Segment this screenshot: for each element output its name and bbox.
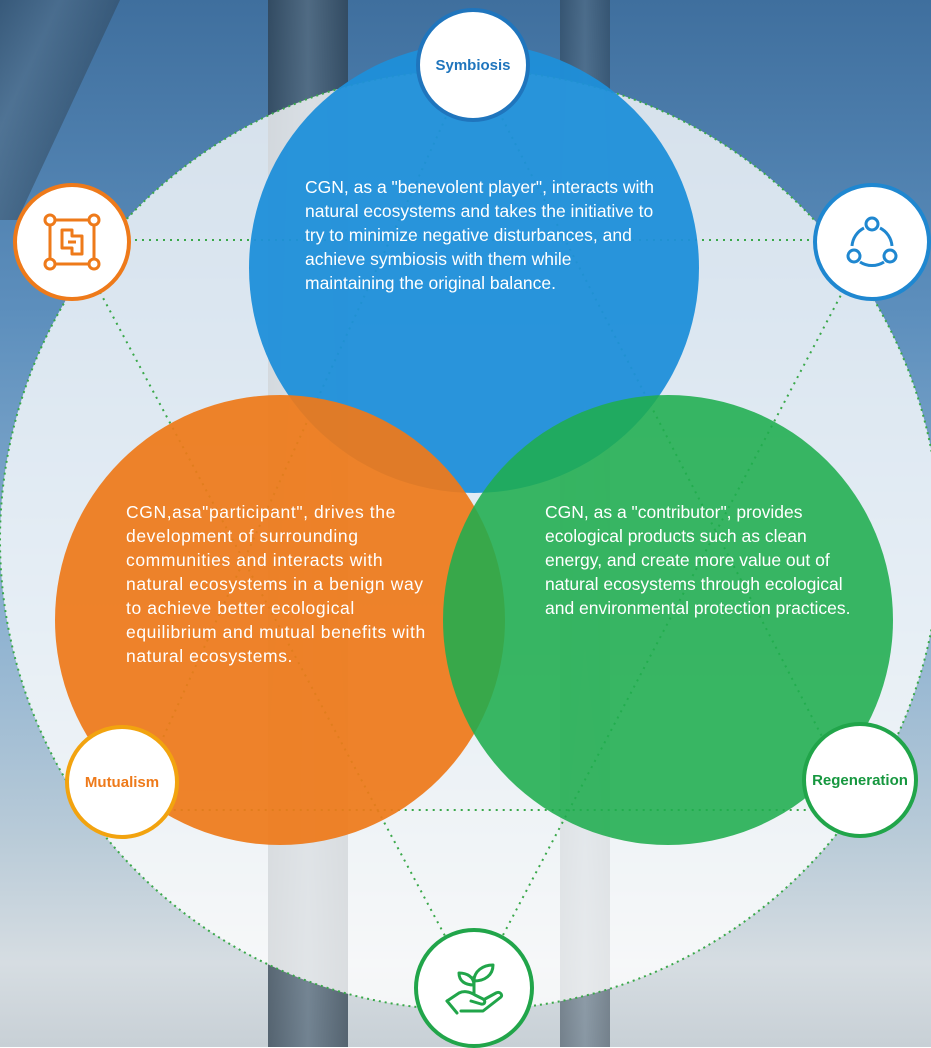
regeneration-description: CGN, as a "contributor", provides ecolog…: [545, 502, 851, 618]
circle-mutualism: [55, 395, 505, 845]
mutualism-badge: Mutualism: [65, 725, 179, 839]
symbiosis-description: CGN, as a "benevolent player", interacts…: [305, 177, 654, 293]
mutualism-description: CGN,asa"participant", drives the develop…: [126, 502, 426, 666]
regeneration-badge: Regeneration: [802, 722, 918, 838]
symbiosis-badge: Symbiosis: [416, 8, 530, 122]
circle-symbiosis: [249, 43, 699, 493]
puzzle-frame-icon: [13, 183, 131, 301]
hand-sprout-icon: [445, 963, 504, 1015]
circle-regeneration: [443, 395, 893, 845]
cycle-nodes-icon: [846, 216, 898, 267]
puzzle-frame-icon: [43, 213, 101, 271]
hand-sprout-icon: [414, 928, 534, 1048]
cycle-nodes-icon: [813, 183, 931, 301]
